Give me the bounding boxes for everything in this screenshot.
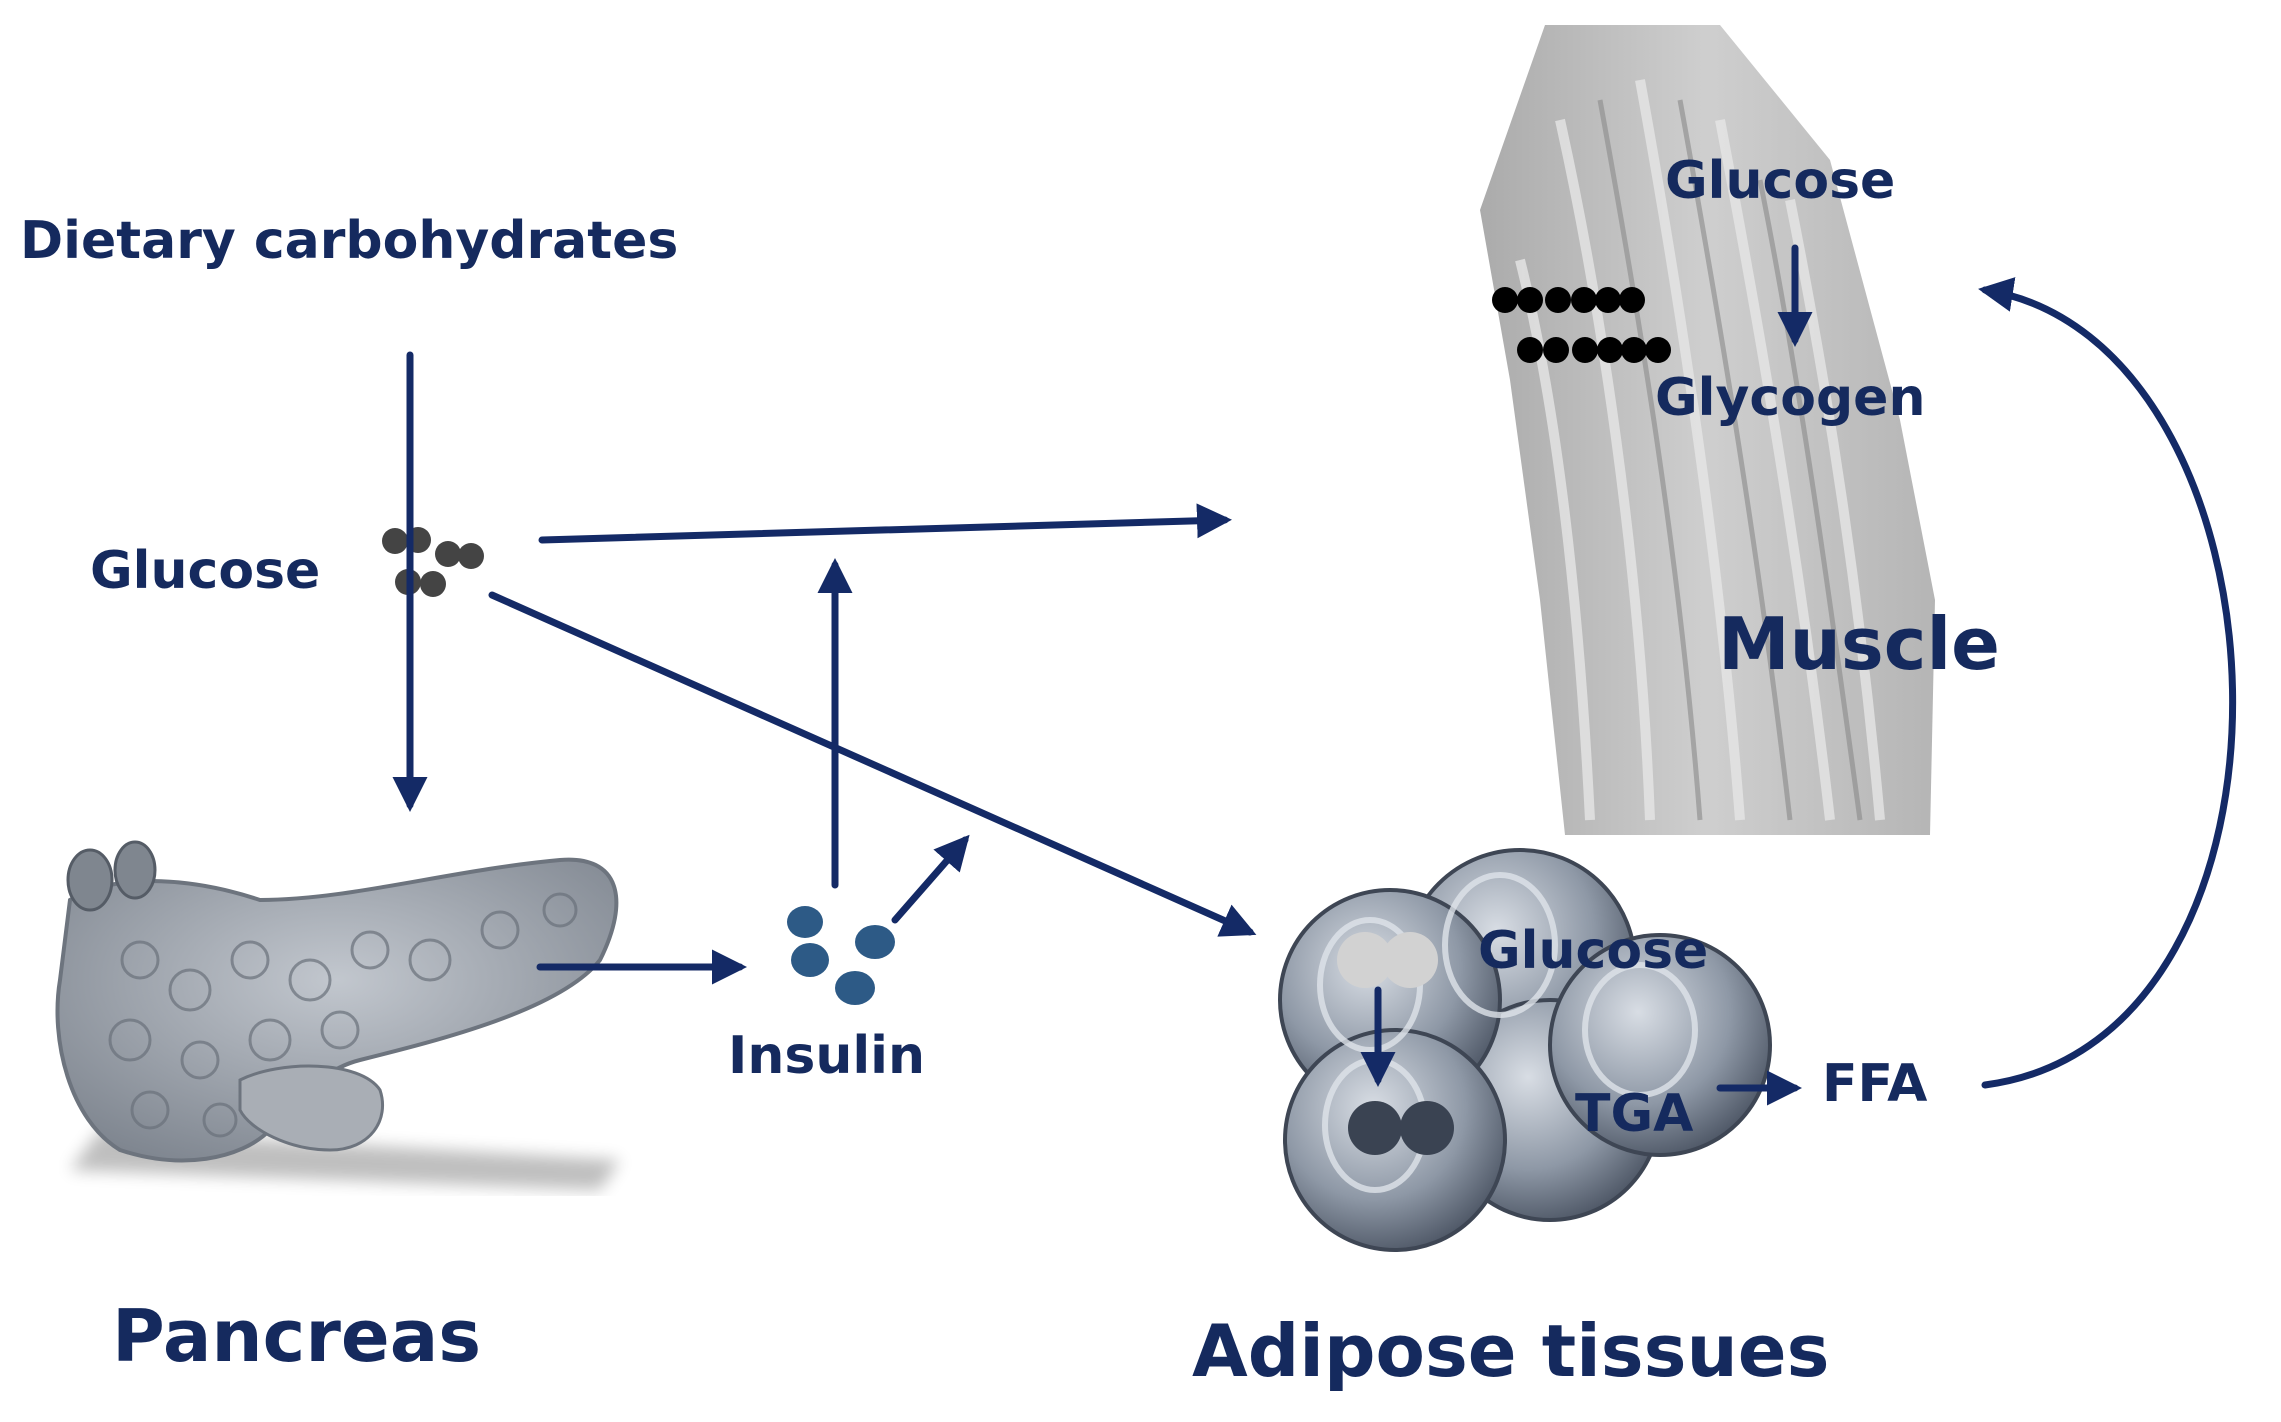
tga-dots bbox=[1348, 1101, 1454, 1155]
arrow-insulin-diagonal bbox=[891, 834, 970, 924]
pancreas-illustration bbox=[55, 840, 620, 1190]
dietary-carbohydrates-label: Dietary carbohydrates bbox=[20, 211, 679, 271]
glycogen-dots bbox=[1492, 287, 1671, 363]
adipose-tissues-label: Adipose tissues bbox=[1192, 1309, 1830, 1393]
arrow-ffa-to-muscle bbox=[1978, 277, 2237, 1089]
adipose-glucose-dots bbox=[1337, 932, 1438, 988]
adipose-glucose-label: Glucose bbox=[1478, 921, 1709, 981]
arrow-glucose-to-muscle bbox=[538, 503, 1232, 544]
arrow-glucose-to-adipose bbox=[488, 591, 1257, 937]
glucose-dots bbox=[382, 527, 484, 597]
muscle-glucose-label: Glucose bbox=[1665, 151, 1896, 211]
tga-label: TGA bbox=[1575, 1084, 1694, 1144]
muscle-illustration bbox=[1480, 25, 1935, 835]
pancreas-label: Pancreas bbox=[112, 1294, 482, 1378]
ffa-label: FFA bbox=[1822, 1054, 1928, 1114]
glycogen-label: Glycogen bbox=[1655, 368, 1926, 428]
insulin-dots bbox=[787, 906, 895, 1005]
adipose-cells-illustration bbox=[1278, 848, 1772, 1252]
insulin-label: Insulin bbox=[728, 1026, 926, 1086]
muscle-label: Muscle bbox=[1718, 602, 2000, 686]
glucose-label: Glucose bbox=[90, 541, 321, 601]
